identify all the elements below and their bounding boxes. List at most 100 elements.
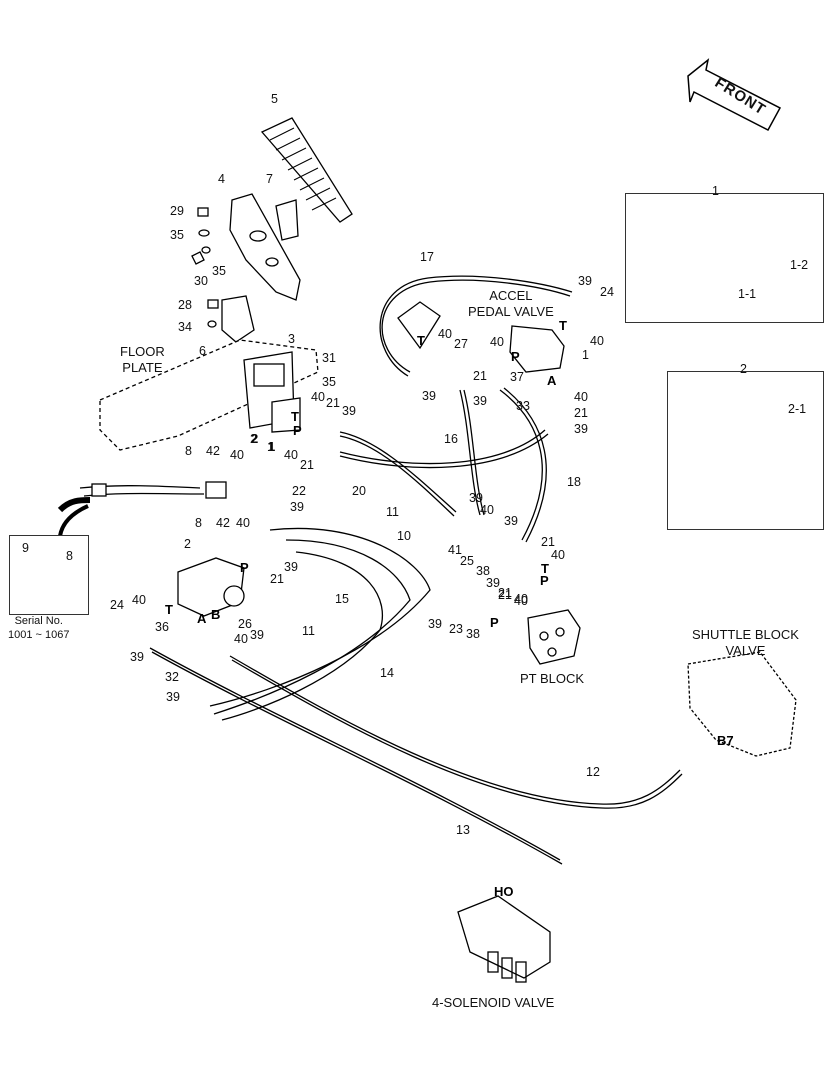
callout: 40: [490, 335, 504, 349]
callout: 38: [476, 564, 490, 578]
callout: 29: [170, 204, 184, 218]
callout: 31: [322, 351, 336, 365]
callout: 40: [236, 516, 250, 530]
callout: 39: [578, 274, 592, 288]
callout: 30: [194, 274, 208, 288]
callout: 40: [514, 592, 528, 606]
port-label: P: [540, 573, 549, 588]
callout: 27: [454, 337, 468, 351]
callout: 24: [110, 598, 124, 612]
callout: 20: [352, 484, 366, 498]
port-label: P: [511, 349, 520, 364]
callout: 21: [270, 572, 284, 586]
callout: 13: [456, 823, 470, 837]
callout: 37: [510, 370, 524, 384]
inset-serial: [9, 535, 89, 615]
port-label: P: [293, 423, 302, 438]
callout: 8: [195, 516, 202, 530]
callout: 39: [250, 628, 264, 642]
callout: 22: [292, 484, 306, 498]
callout: 21: [541, 535, 555, 549]
callout: 2: [184, 537, 191, 551]
inset2-title: 2: [740, 362, 747, 376]
inset-part-2: [667, 371, 824, 530]
callout: 40: [480, 503, 494, 517]
inset-part-1: [625, 193, 824, 323]
callout: 39: [284, 560, 298, 574]
four-solenoid-valve-title: 4-SOLENOID VALVE: [432, 995, 555, 1010]
callout: 12: [586, 765, 600, 779]
port-label: P: [490, 615, 499, 630]
callout: 6: [199, 344, 206, 358]
callout: 40: [514, 594, 528, 608]
callout: 35: [170, 228, 184, 242]
callout: 15: [335, 592, 349, 606]
callout: 41: [448, 543, 462, 557]
port-label: A: [197, 611, 207, 626]
callout: 40: [284, 448, 298, 462]
callout: 35: [322, 375, 336, 389]
callout: 42: [216, 516, 230, 530]
callout: 18: [567, 475, 581, 489]
callout: 21: [326, 396, 340, 410]
callout: 16: [444, 432, 458, 446]
callout: 36: [155, 620, 169, 634]
callout: 21: [300, 458, 314, 472]
inset1-part-1-1: 1-1: [738, 287, 757, 301]
callout: 8: [185, 444, 192, 458]
port-label: T: [541, 561, 549, 576]
callout: 39: [422, 389, 436, 403]
port-label: T: [165, 602, 173, 617]
callout: 14: [380, 666, 394, 680]
callout: 24: [600, 285, 614, 299]
callout: 40: [574, 390, 588, 404]
callout: 39: [342, 404, 356, 418]
callout: 40: [311, 390, 325, 404]
port-label: T: [417, 333, 425, 348]
callout: 1: [267, 440, 274, 454]
callout: 35: [212, 264, 226, 278]
port-label: 2: [251, 431, 259, 446]
callout: 26: [238, 617, 252, 631]
callout: 21: [574, 406, 588, 420]
callout: 39: [486, 576, 500, 590]
callout: 28: [178, 298, 192, 312]
callout: 3: [288, 332, 295, 346]
callout: 39: [290, 500, 304, 514]
callout: 39: [428, 617, 442, 631]
callout: 39: [504, 514, 518, 528]
callout: 39: [130, 650, 144, 664]
callout: 39: [166, 690, 180, 704]
port-label: 1: [268, 439, 276, 454]
port-label: T: [559, 318, 567, 333]
callout: 40: [438, 327, 452, 341]
callout: 40: [132, 593, 146, 607]
callout: 34: [178, 320, 192, 334]
port-label: B: [211, 607, 221, 622]
callout: 5: [271, 92, 278, 106]
callout: 11: [302, 624, 315, 638]
inset2-part-2-1: 2-1: [788, 402, 807, 416]
port-label: B7: [717, 733, 734, 748]
callout: 4: [218, 172, 225, 186]
serial-number-note: Serial No.1001 ~ 1067: [8, 615, 70, 641]
callout: 32: [165, 670, 179, 684]
callout: 10: [397, 529, 411, 543]
callout: 40: [234, 632, 248, 646]
inset3-part-8: 8: [66, 549, 73, 563]
port-label: P: [240, 560, 249, 575]
pt-block-title: PT BLOCK: [520, 671, 585, 686]
callout: 17: [420, 250, 434, 264]
callout: 42: [206, 444, 220, 458]
inset1-title: 1: [712, 184, 719, 198]
inset1-part-1-2: 1-2: [790, 258, 809, 272]
callout: 23: [449, 622, 463, 636]
callout: 33: [516, 399, 530, 413]
callout: 1: [582, 348, 589, 362]
callout: 39: [473, 394, 487, 408]
callout: 7: [266, 172, 273, 186]
